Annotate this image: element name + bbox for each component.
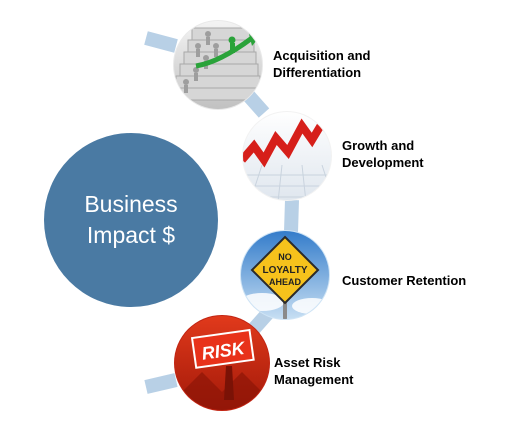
sign-line-loyalty: LOYALTY (262, 265, 307, 276)
stage-label-acquisition: Acquisition and Differentiation (273, 47, 371, 81)
business-impact-hub: Business Impact $ (44, 133, 218, 307)
loyalty-road-sign-icon: NO LOYALTY AHEAD (240, 230, 330, 320)
connector-1-2 (242, 90, 270, 118)
stage-label-retention: Customer Retention (342, 272, 466, 289)
connector-top (144, 31, 178, 53)
stage-label-acquisition-line-1: Acquisition and (273, 48, 371, 63)
hub-title-line-1: Business (84, 191, 178, 217)
stage-label-retention-line-1: Customer Retention (342, 273, 467, 288)
rising-arrow-chart-icon (242, 111, 332, 201)
stage-label-growth-line-2: Development (342, 155, 424, 170)
sign-line-no: NO (278, 252, 292, 262)
stage-label-asset-risk-line-1: Asset Risk (274, 355, 341, 370)
stage-label-asset-risk: Asset Risk Management (274, 354, 353, 388)
stage-label-growth-line-1: Growth and (342, 138, 415, 153)
stage-label-acquisition-line-2: Differentiation (273, 65, 362, 80)
stage-label-asset-risk-line-2: Management (274, 372, 354, 387)
sign-line-ahead: AHEAD (269, 277, 302, 287)
connector-bottom (144, 373, 178, 394)
connector-2-3 (284, 199, 299, 233)
stage-label-growth: Growth and Development (342, 137, 424, 171)
risk-sign-icon: RISK (174, 315, 270, 411)
hub-title-line-2: Impact $ (86, 222, 176, 248)
staircase-runners-icon (173, 20, 263, 110)
